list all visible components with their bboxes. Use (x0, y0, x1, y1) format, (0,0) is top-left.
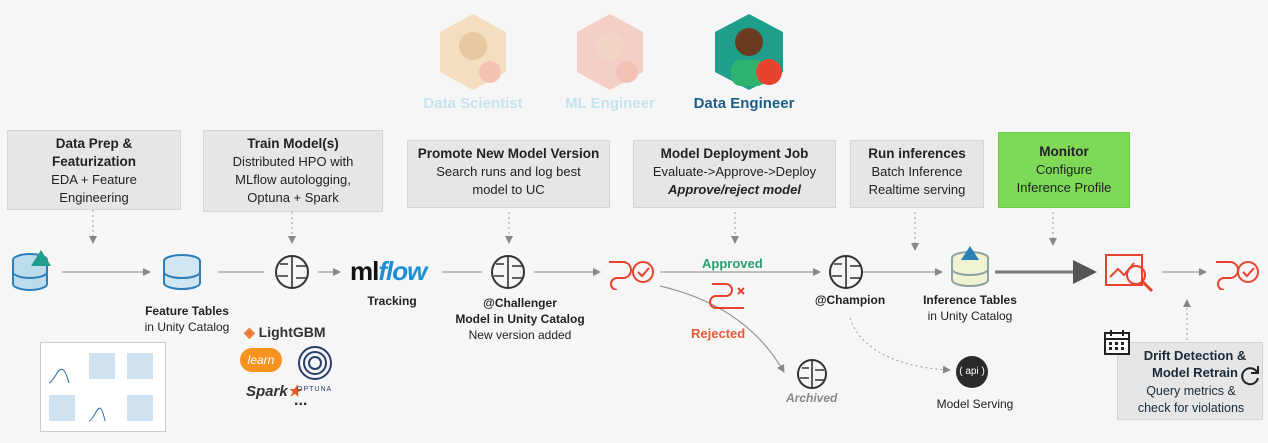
pairplot-chart-icon (48, 353, 153, 422)
persona-label: ML Engineer (565, 95, 655, 112)
drift-detection-box: Drift Detection & Model Retrain Query me… (1117, 342, 1263, 420)
data-engineer-avatar-icon (715, 14, 783, 90)
drift-title-line: Model Retrain (1152, 365, 1238, 380)
step-line: Inference Profile (1016, 180, 1112, 195)
champion-label: @Champion (814, 293, 886, 307)
drift-sub-line: check for violations (1137, 401, 1245, 415)
archived-brain-icon (797, 359, 827, 389)
step-run-inferences: Run inferences Batch Inference Realtime … (850, 140, 984, 208)
feature-tables-sub: in Unity Catalog (144, 320, 230, 334)
eda-pairplot-thumbnail (40, 342, 166, 432)
persona-label: Data Engineer (693, 95, 795, 112)
more-libraries: ... (294, 392, 308, 409)
rejected-path-icon (709, 283, 745, 309)
step-data-prep: Data Prep & Featurization EDA + Feature … (7, 130, 181, 210)
drift-sub-line: Query metrics & (1146, 384, 1236, 398)
step-promote-model: Promote New Model Version Search runs an… (407, 140, 610, 208)
drift-title: Drift Detection & Model Retrain (1132, 347, 1258, 381)
lightgbm-logo: ◈ LightGBM (244, 324, 326, 340)
calendar-icon (1104, 330, 1130, 355)
lightgbm-text: LightGBM (258, 324, 326, 340)
step-line: Distributed HPO with (232, 154, 354, 169)
sklearn-logo: learn (240, 348, 282, 372)
monitoring-chart-icon (1105, 254, 1154, 293)
feature-table-database-icon (163, 254, 201, 290)
drift-title-line: Drift Detection & (1143, 348, 1247, 363)
step-line: MLflow autologging, (235, 172, 351, 187)
step-line: model to UC (472, 182, 545, 197)
optuna-logo-icon (298, 346, 332, 380)
step-line: Optuna + Spark (247, 190, 339, 205)
step-title: Monitor (1039, 144, 1089, 159)
rejected-label: Rejected (691, 326, 746, 341)
drift-sub: Query metrics & check for violations (1118, 383, 1264, 417)
step-line: Evaluate->Approve->Deploy (652, 164, 817, 179)
deployment-job-icon (609, 261, 654, 290)
step-title: Run inferences (868, 146, 966, 161)
challenger-title: @Challenger (483, 296, 557, 310)
champion-brain-icon (829, 255, 863, 289)
inference-table-database-icon (951, 246, 989, 287)
feature-tables-label: Feature Tables in Unity Catalog (122, 303, 252, 335)
inference-tables-label: Inference Tables in Unity Catalog (905, 292, 1035, 324)
approved-label: Approved (702, 256, 763, 271)
step-line: Batch Inference (871, 164, 963, 179)
inference-tables-sub: in Unity Catalog (927, 309, 1013, 323)
archived-label: Archived (786, 391, 838, 405)
step-line: Realtime serving (868, 182, 966, 197)
challenger-brain-icon (491, 255, 525, 289)
tracking-label: Tracking (367, 294, 417, 308)
challenger-label: @Challenger Model in Unity Catalog New v… (440, 295, 600, 343)
step-line: Search runs and log best (436, 164, 581, 179)
step-title: Train Model(s) (247, 136, 339, 151)
retrain-job-icon (1216, 261, 1259, 290)
model-serving-label: Model Serving (936, 397, 1014, 411)
inference-tables-title: Inference Tables (923, 293, 1017, 307)
mlflow-logo: mlflow (350, 256, 427, 286)
challenger-note: New version added (468, 328, 572, 342)
step-deployment-job: Model Deployment Job Evaluate->Approve->… (633, 140, 836, 208)
step-line: Configure (1035, 162, 1093, 177)
step-title: Data Prep & (55, 136, 133, 151)
ml-engineer-avatar-icon (577, 14, 643, 90)
step-line: Engineering (59, 190, 129, 205)
spark-logo: Spark★ (246, 383, 302, 400)
step-title: Featurization (51, 154, 136, 169)
step-train-models: Train Model(s) Distributed HPO with MLfl… (203, 130, 383, 212)
step-line: EDA + Feature (51, 172, 137, 187)
api-text: api (965, 366, 979, 377)
feature-tables-title: Feature Tables (145, 304, 229, 318)
challenger-sub: Model in Unity Catalog (455, 312, 585, 326)
persona-label: Data Scientist (423, 95, 523, 112)
step-title: Model Deployment Job (660, 146, 809, 161)
delta-source-database-icon (12, 250, 51, 291)
brain-model-icon (275, 255, 309, 289)
data-scientist-avatar-icon (440, 14, 506, 90)
spark-text: Spark (246, 383, 288, 400)
optuna-text: OPTUNA (297, 386, 333, 393)
step-monitor: Monitor Configure Inference Profile (998, 132, 1130, 208)
api-icon: ( api ) (956, 356, 988, 388)
sklearn-text: learn (247, 353, 275, 367)
refresh-icon (1241, 366, 1259, 386)
step-emphasis: Approve/reject model (668, 182, 801, 197)
step-title: Promote New Model Version (417, 146, 600, 161)
